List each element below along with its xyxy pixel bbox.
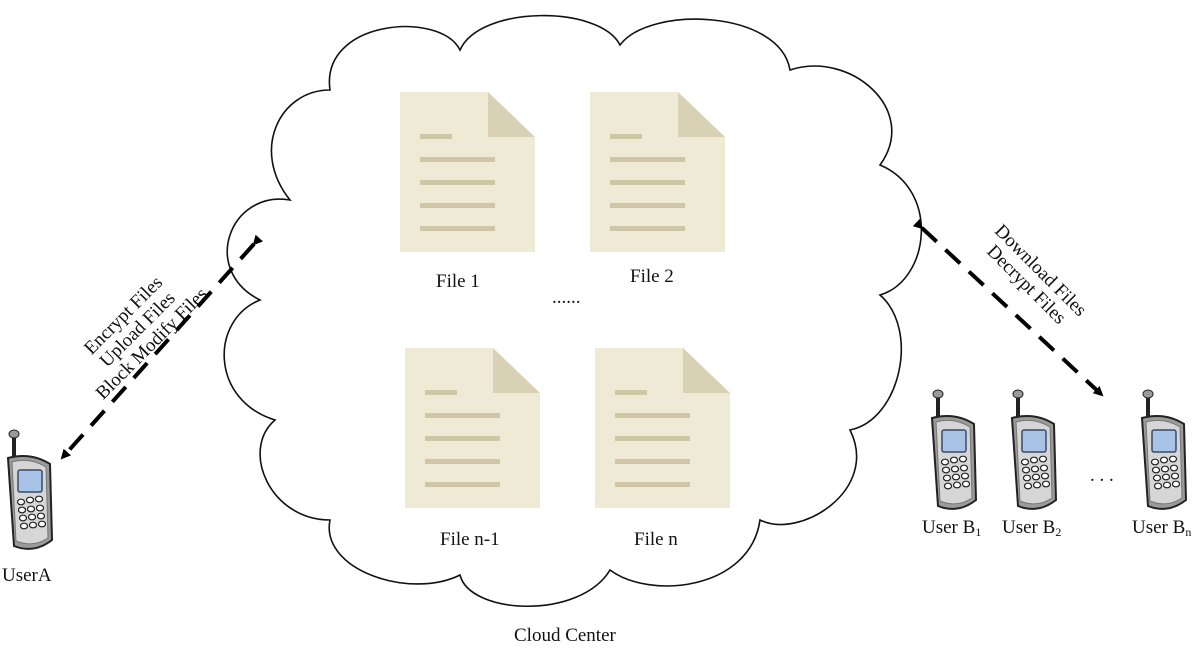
cloud-center-label: Cloud Center	[514, 625, 616, 646]
files-ellipsis: ......	[552, 287, 581, 308]
mobile-phone-icon	[930, 388, 978, 511]
file-n-label: File n	[634, 529, 678, 550]
user-a-cloud-arrow	[60, 234, 264, 460]
user-bn-label: User Bn	[1132, 517, 1192, 539]
mobile-phone-icon	[1010, 388, 1058, 511]
file-1-label: File 1	[436, 271, 480, 292]
user-b1-label: User B1	[922, 517, 982, 539]
mobile-phone-icon	[1140, 388, 1188, 511]
cloud-users-b-arrow	[912, 218, 1104, 397]
file-n-1-label: File n-1	[440, 529, 500, 550]
users-b-ellipsis: . . .	[1090, 465, 1114, 486]
cloud-shape	[223, 14, 923, 607]
user-a-label: UserA	[2, 565, 52, 586]
file-2-label: File 2	[630, 266, 674, 287]
mobile-phone-icon	[6, 428, 54, 551]
user-b2-label: User B2	[1002, 517, 1062, 539]
